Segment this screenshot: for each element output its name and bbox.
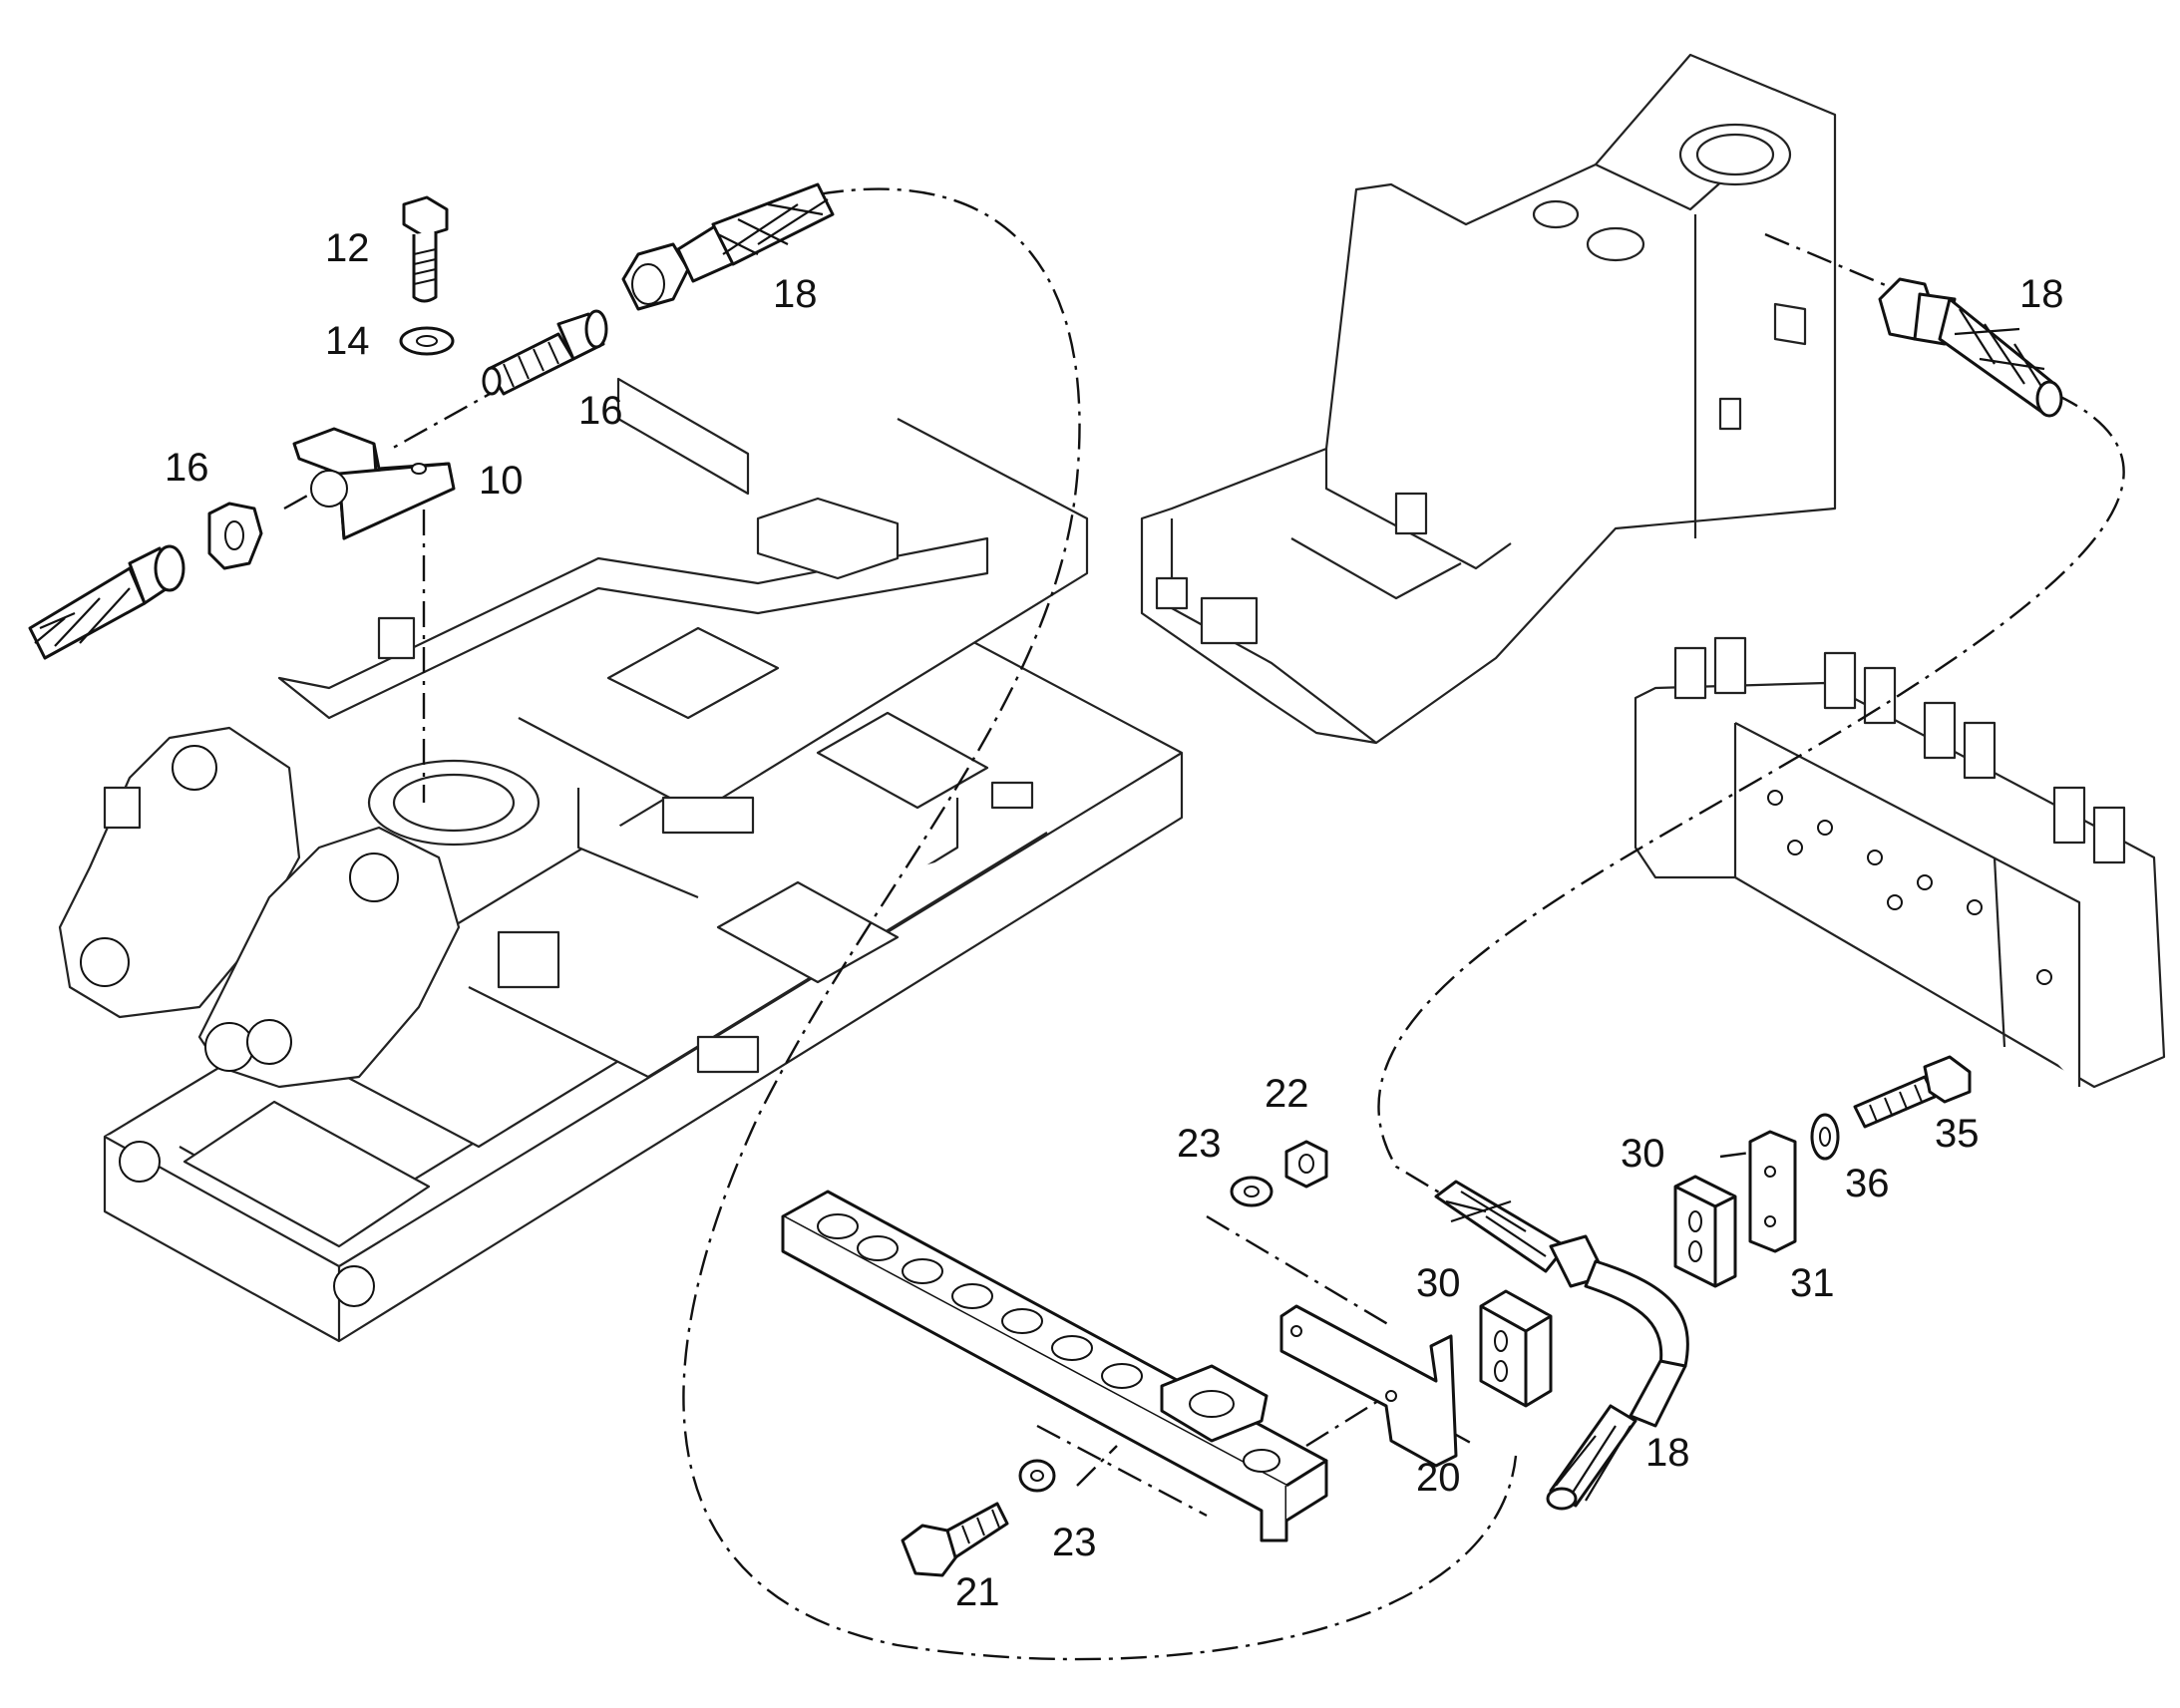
callout-22: 22	[1265, 1072, 1309, 1116]
washer-36	[1810, 1113, 1840, 1161]
plate-20	[1279, 1304, 1458, 1468]
chassis-frame	[58, 377, 1184, 1343]
bracket-10	[292, 427, 456, 540]
callout-16-left: 16	[165, 446, 209, 490]
washer-14	[399, 326, 455, 356]
callout-30-lower: 30	[1416, 1261, 1461, 1305]
hose-18-right	[1878, 277, 2063, 418]
callout-20: 20	[1416, 1456, 1461, 1500]
bolt-21	[901, 1502, 1009, 1577]
callout-16-fitting: 16	[578, 389, 623, 433]
callout-23-upper: 23	[1177, 1122, 1222, 1166]
callout-35: 35	[1935, 1112, 1980, 1156]
fitting-16	[482, 309, 608, 396]
callout-31: 31	[1790, 1261, 1835, 1305]
nut-16-left	[207, 502, 263, 570]
bolt-35	[1853, 1055, 1972, 1129]
nut-22	[1284, 1140, 1328, 1189]
hose-18-top	[621, 182, 835, 311]
callout-10: 10	[479, 459, 524, 503]
callout-18-bottom: 18	[1645, 1431, 1690, 1475]
plate-31	[1748, 1130, 1797, 1253]
bolt-12	[402, 195, 449, 303]
hose-18-bottom	[1434, 1180, 1689, 1511]
callout-21: 21	[955, 1570, 1000, 1614]
washer-23-upper	[1230, 1176, 1273, 1207]
callout-18-right: 18	[2019, 272, 2064, 316]
housing-assembly	[1140, 53, 1837, 745]
callout-14: 14	[325, 319, 370, 363]
callout-23-lower: 23	[1052, 1521, 1097, 1564]
callout-30-upper: 30	[1621, 1132, 1665, 1176]
hose-end-left	[28, 544, 185, 660]
clamp-30-lower	[1479, 1289, 1553, 1408]
callout-12: 12	[325, 226, 370, 270]
control-valve-block	[1634, 636, 2166, 1089]
mounting-bar	[781, 1190, 1328, 1542]
callout-36: 36	[1845, 1162, 1890, 1205]
callout-labels: 12 14 16 16 10 18 18 18 22 23 23 30 30 3…	[165, 226, 2064, 1614]
callout-18-top: 18	[773, 272, 818, 316]
clamp-30-upper	[1673, 1175, 1737, 1288]
washer-23-lower	[1018, 1459, 1056, 1493]
